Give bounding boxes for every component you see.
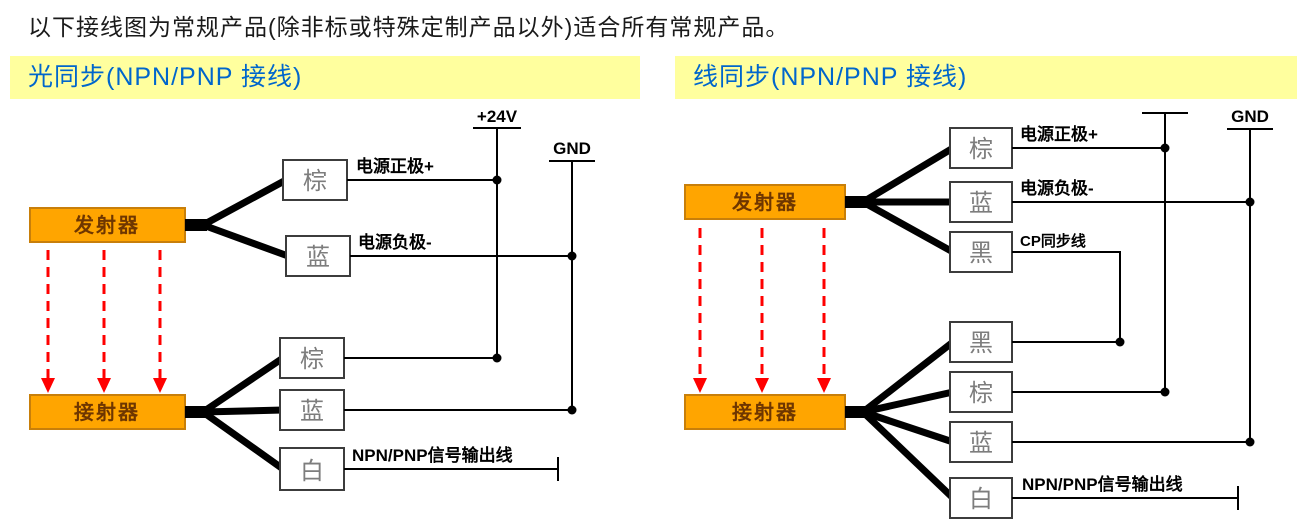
emitter-device: 发射器 [684,184,846,220]
ground-rail-label: GND [1231,107,1269,126]
light-sync-arrows [41,250,167,393]
emitter-box [29,207,186,243]
wire-function-label: 电源负极- [358,232,432,252]
junction-dot [567,405,577,415]
receiver-wire-blue: 蓝 [949,421,1255,463]
intro-text: 以下接线图为常规产品(除非标或特殊定制产品以外)适合所有常规产品。 [28,14,790,40]
emitter-wire-bundle [845,144,957,256]
emitter-wire-bundle [185,176,292,260]
receiver-box [684,394,846,430]
receiver-wire-white: 白 NPN/PNP信号输出线 [949,474,1239,519]
wire-color-text: 黑 [969,240,993,267]
emitter-label: 发射器 [731,190,798,214]
wire-color-text: 蓝 [300,398,324,425]
wire-function-label: NPN/PNP信号输出线 [1022,474,1183,494]
junction-dot [1115,337,1125,347]
emitter-wire-brown: 棕 电源正极+ [282,156,502,201]
emitter-wire-blue: 蓝 电源负极- [285,232,577,277]
receiver-wire-brown: 棕 [949,371,1170,413]
wire-color-box [279,389,345,431]
junction-dot [1160,387,1170,397]
wire-function-label: CP同步线 [1020,232,1086,250]
receiver-wire-blue: 蓝 [279,389,577,431]
wire-color-text: 棕 [300,346,324,373]
wire-color-box [949,477,1013,519]
wire-color-box [949,421,1013,463]
ground-rail-label: GND [553,139,591,158]
wire-color-box [949,321,1013,363]
light-sync-wiring-diagram: +24V GND 发射器 棕 电源正极+ 蓝 [29,107,595,491]
receiver-wire-brown: 棕 [279,337,502,379]
receiver-label: 接射器 [732,400,798,424]
receiver-device: 接射器 [29,394,186,430]
wire-function-label: 电源正极+ [356,156,434,176]
emitter-label: 发射器 [73,213,140,237]
junction-dot [492,175,502,185]
receiver-label: 接射器 [74,400,140,424]
arrow-down-icon [41,378,55,393]
arrow-down-icon [153,378,167,393]
arrow-down-icon [755,378,769,393]
wire-color-text: 棕 [303,168,327,195]
wire-color-box [279,337,345,379]
wire-color-box [949,371,1013,413]
arrow-down-icon [97,378,111,393]
emitter-wire-blue: 蓝 电源负极- [949,178,1255,223]
wire-color-text: 白 [969,486,993,513]
wire-color-text: 棕 [969,380,993,407]
receiver-wire-bundle [185,354,287,473]
arrow-down-icon [693,378,707,393]
wire-color-box [279,447,345,491]
arrow-down-icon [817,378,831,393]
receiver-box [29,394,186,430]
ground-rail: GND [1227,107,1273,442]
junction-dot [567,251,577,261]
wire-color-box [949,181,1013,223]
wire-color-text: 蓝 [969,430,993,457]
receiver-device: 接射器 [684,394,846,430]
wire-color-text: 黑 [969,330,993,357]
emitter-device: 发射器 [29,207,186,243]
wire-function-label: NPN/PNP信号输出线 [352,445,513,465]
emitter-wire-brown: 棕 电源正极+ [949,124,1170,169]
wire-function-label: 电源正极+ [1020,124,1098,144]
junction-dot [492,353,502,363]
junction-dot [1245,197,1255,207]
left-panel-title: 光同步(NPN/PNP 接线) [10,56,640,99]
line-sync-arrows [693,228,831,393]
ground-rail: GND [549,139,595,410]
wire-color-text: 棕 [969,136,993,163]
power-rail-label: +24V [477,107,518,126]
line-sync-wiring-diagram: GND 发射器 棕 电源正极+ 蓝 电源负极- [684,107,1273,519]
junction-dot [1245,437,1255,447]
receiver-wire-black: 黑 [949,321,1125,363]
junction-dot [1160,143,1170,153]
emitter-wire-black-cp-sync: 黑 CP同步线 [949,231,1121,342]
receiver-wire-bundle [845,338,957,502]
power-rail [1142,112,1188,392]
power-rail-24v: +24V [473,107,521,358]
wire-function-label: 电源负极- [1020,178,1094,198]
wire-color-text: 蓝 [306,244,330,271]
receiver-wire-white: 白 NPN/PNP信号输出线 [279,445,559,491]
emitter-box [684,184,846,220]
wire-color-text: 蓝 [969,190,993,217]
right-panel-title: 线同步(NPN/PNP 接线) [675,56,1297,99]
wire-color-text: 白 [300,458,324,485]
